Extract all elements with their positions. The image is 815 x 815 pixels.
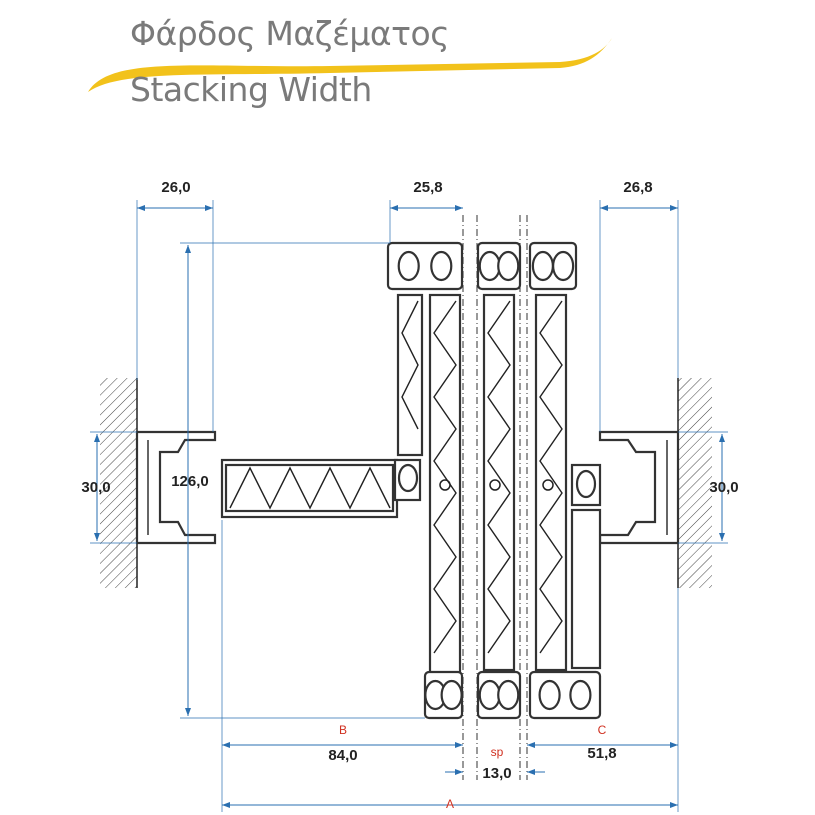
dim-left-height: 30,0	[81, 479, 110, 496]
extension-lines	[90, 200, 728, 812]
title-greek: Φάρδος Μαζέματος	[130, 14, 450, 53]
label-a: A	[446, 797, 454, 811]
dim-right-frame-width: 26,8	[623, 179, 652, 196]
gasket-roller	[497, 679, 520, 711]
dim-right-height: 30,0	[709, 479, 738, 496]
left-wall	[100, 378, 138, 588]
gasket-roller	[478, 250, 501, 282]
horizontal-sash-profile	[220, 458, 422, 519]
hardware-star-icon	[542, 479, 554, 491]
hardware-star-icon	[489, 479, 501, 491]
dim-sash-width: 25,8	[413, 179, 442, 196]
label-c: C	[598, 723, 607, 737]
gasket-roller	[552, 250, 575, 282]
gasket-roller	[430, 250, 453, 282]
label-sp: sp	[491, 745, 504, 759]
label-b: B	[339, 723, 347, 737]
gasket-roller	[538, 679, 561, 711]
gasket-roller	[478, 679, 501, 711]
sash-infill-zigzag	[433, 300, 457, 654]
title-english: Stacking Width	[130, 70, 372, 109]
right-wall	[677, 378, 712, 588]
left-frame-profile	[135, 430, 217, 545]
dim-left-frame-width: 26,0	[161, 179, 190, 196]
dim-b: 84,0	[328, 747, 357, 764]
dim-c: 51,8	[587, 745, 616, 762]
sash-leaf	[428, 293, 462, 677]
center-lines	[462, 215, 528, 780]
gasket-roller	[569, 679, 592, 711]
dimension-lines	[94, 205, 725, 808]
sash-infill-zigzag	[401, 300, 419, 430]
gasket-roller	[497, 250, 520, 282]
title-swoosh	[88, 38, 612, 92]
dim-sash-height: 126,0	[171, 473, 209, 490]
sash-infill-zigzag	[487, 300, 511, 654]
hardware-star-icon	[439, 479, 451, 491]
sash-leaf	[396, 293, 424, 457]
dim-sp: 13,0	[482, 765, 511, 782]
gasket-roller	[397, 250, 420, 282]
sash-leaf	[534, 293, 568, 672]
sash-infill-zigzag	[539, 300, 563, 654]
gasket-roller	[440, 679, 463, 711]
right-frame-profile	[570, 430, 680, 670]
gasket-roller	[531, 250, 554, 282]
